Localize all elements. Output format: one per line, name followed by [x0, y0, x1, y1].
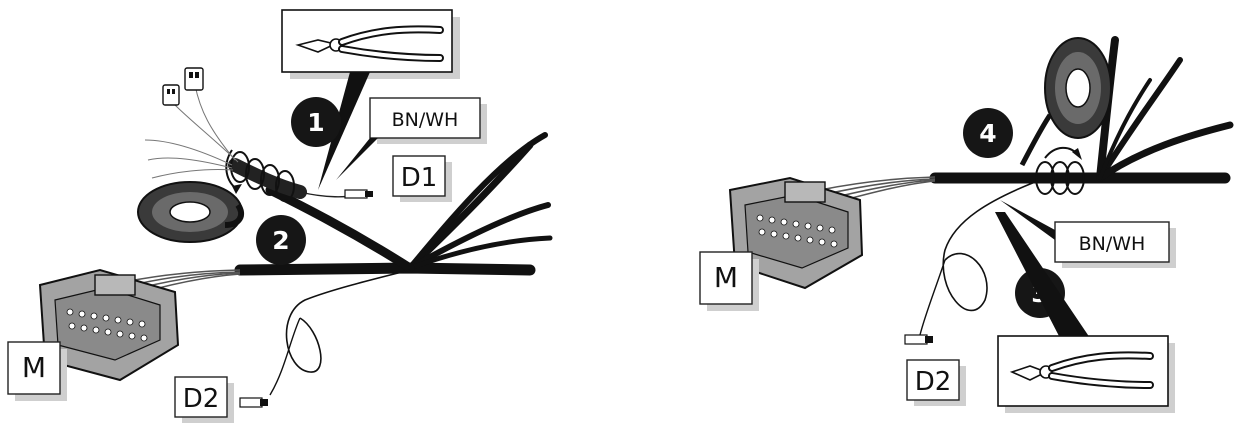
step-2-number: 2 [272, 226, 289, 255]
terminal-pin-d2-right [905, 335, 933, 344]
right-panel: 4 3 BN/WH M [700, 38, 1230, 413]
connector-label-d1: D1 [393, 156, 452, 202]
connector-label-m-left-text: M [22, 351, 46, 384]
step-2-badge: 2 [256, 215, 306, 265]
insulating-tape-roll-icon [138, 182, 242, 242]
connector-label-m-right-text: M [714, 261, 738, 294]
step-1-number: 1 [307, 108, 324, 137]
branch-cables-right [1100, 40, 1230, 178]
wire-end-d2-right [920, 260, 945, 335]
connector-label-d2-left-text: D2 [183, 384, 220, 414]
insulating-tape-roll-icon-right [1022, 38, 1111, 165]
terminal-pin-d1 [345, 190, 373, 198]
connector-label-d2-right: D2 [907, 360, 966, 406]
connector-label-m-left: M [8, 342, 67, 401]
small-plug-top [185, 68, 203, 90]
main-trunk-cable-left [240, 268, 530, 270]
small-plug-mid [163, 85, 179, 105]
terminal-pin-d2-left [240, 398, 268, 407]
connector-label-d1-text: D1 [401, 163, 438, 193]
step-4-number: 4 [979, 119, 996, 148]
connector-label-d2-left: D2 [175, 377, 234, 423]
wire-end-d2-left [270, 318, 300, 395]
step-4-badge: 4 [963, 108, 1013, 158]
left-panel: 1 2 BN/WH D1 M D2 [8, 10, 550, 423]
wire-color-text-left: BN/WH [392, 109, 459, 131]
wrap-direction-arrow-right [1045, 148, 1078, 158]
step-1-badge: 1 [291, 97, 341, 147]
wire-color-text-right: BN/WH [1079, 233, 1146, 255]
wire-loop-d2-left [286, 270, 410, 372]
wispy-wires-left [145, 85, 238, 178]
connector-label-m-right: M [700, 252, 759, 311]
connector-label-d2-right-text: D2 [915, 367, 952, 397]
